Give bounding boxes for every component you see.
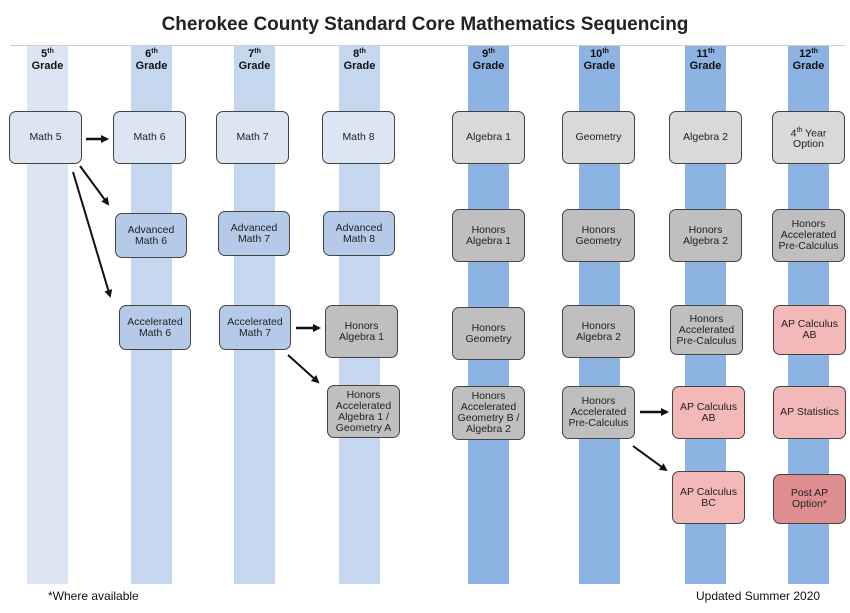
course-honors-algebra-2-g10: Honors Algebra 2: [562, 305, 635, 358]
course-ap-calculus-ab-g11: AP Calculus AB: [672, 386, 745, 439]
course-ap-calculus-ab-g12: AP Calculus AB: [773, 305, 846, 355]
course-honors-geometry-g9: Honors Geometry: [452, 307, 525, 360]
course-accelerated-math-7: Accelerated Math 7: [219, 305, 291, 350]
course-honors-accelerated-geometryB-algebra2: Honors Accelerated Geometry B / Algebra …: [452, 386, 525, 440]
course-advanced-math-7: Advanced Math 7: [218, 211, 290, 256]
course-ap-calculus-bc: AP Calculus BC: [672, 471, 745, 524]
arrow-math5-to-advanced-math6: [79, 165, 110, 206]
footnote: *Where available: [48, 589, 139, 603]
arrow-accmath7-to-honors-acc-alg1-geoA: [287, 354, 320, 384]
course-post-ap-option: Post AP Option*: [773, 474, 846, 524]
course-fourth-year-option: 4th Year Option: [772, 111, 845, 164]
course-advanced-math-6: Advanced Math 6: [115, 213, 187, 258]
course-honors-geometry-g10: Honors Geometry: [562, 209, 635, 262]
course-math-5: Math 5: [9, 111, 82, 164]
updated-date: Updated Summer 2020: [696, 589, 821, 603]
page-title: Cherokee County Standard Core Mathematic…: [161, 14, 689, 35]
course-accelerated-math-6: Accelerated Math 6: [119, 305, 191, 350]
arrow-math5-to-accelerated-math6: [72, 171, 113, 298]
course-honors-algebra-1-g9: Honors Algebra 1: [452, 209, 525, 262]
course-ap-statistics: AP Statistics: [773, 386, 846, 439]
course-honors-accelerated-algebra1-geometryA: Honors Accelerated Algebra 1 / Geometry …: [327, 385, 400, 438]
course-advanced-math-8: Advanced Math 8: [323, 211, 395, 256]
arrow-precalc-to-apcalc-bc: [632, 445, 668, 472]
course-math-6: Math 6: [113, 111, 186, 164]
course-honors-accelerated-precalculus-g10: Honors Accelerated Pre-Calculus: [562, 386, 635, 439]
header-divider: [10, 45, 845, 46]
course-honors-algebra-1-g8: Honors Algebra 1: [325, 305, 398, 358]
course-algebra-1: Algebra 1: [452, 111, 525, 164]
course-math-8: Math 8: [322, 111, 395, 164]
course-honors-accelerated-precalculus-g12: Honors Accelerated Pre-Calculus: [772, 209, 845, 262]
course-algebra-2: Algebra 2: [669, 111, 742, 164]
course-honors-algebra-2-g11: Honors Algebra 2: [669, 209, 742, 262]
course-honors-accelerated-precalculus-g11: Honors Accelerated Pre-Calculus: [670, 305, 743, 355]
course-geometry: Geometry: [562, 111, 635, 164]
course-math-7: Math 7: [216, 111, 289, 164]
